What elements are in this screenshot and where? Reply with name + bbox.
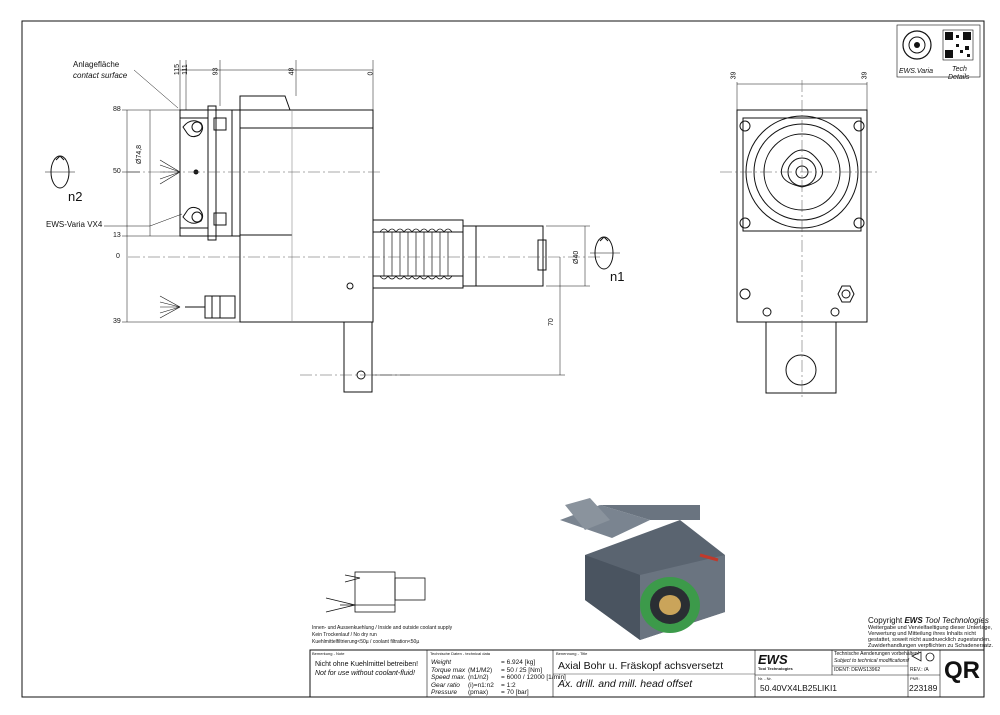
tech-row: Pressure(pmax)= 70 [bar] bbox=[431, 689, 529, 696]
tech-data-table: Weight= 6.924 [kg] Torque max(M1/M2)= 50… bbox=[431, 659, 566, 697]
copyright-title: Copyright EWS Tool Technologies bbox=[868, 616, 989, 625]
title-heading: Benennung - Title bbox=[556, 651, 588, 656]
remark-heading: Bemerkung - Note bbox=[312, 651, 345, 656]
dim-50: 50 bbox=[113, 168, 121, 175]
dim-0-top: 0 bbox=[367, 71, 375, 76]
corner-icons bbox=[896, 24, 981, 78]
part-number: 50.40VX4LB25LIKI1 bbox=[760, 683, 838, 693]
remark-de: Nicht ohne Kuehlmittel betreiben! bbox=[315, 661, 419, 668]
dim-dia-40: Ø40 bbox=[573, 250, 580, 264]
number-heading: Nr. - Nr. bbox=[758, 676, 772, 681]
center-lines bbox=[128, 171, 600, 376]
tech-data-heading: Technische Daten - technical data bbox=[430, 651, 491, 656]
notice-de: Technische Aenderungen vorbehalten! bbox=[834, 651, 920, 657]
dim-39: 39 bbox=[113, 318, 121, 325]
side-view bbox=[159, 95, 547, 393]
front-center-lines bbox=[720, 80, 880, 400]
dim-111: 111 bbox=[181, 64, 189, 75]
dim-88: 88 bbox=[113, 106, 121, 113]
dim-115: 115 bbox=[174, 63, 182, 76]
title-en: Ax. drill. and mill. head offset bbox=[558, 678, 693, 690]
ews-logo: EWS bbox=[758, 652, 788, 667]
title-block bbox=[309, 649, 985, 698]
varia-icon-label: EWS.Varia bbox=[899, 68, 933, 75]
pnr-heading: PNR: bbox=[910, 676, 920, 681]
tech-details-label-1: Tech bbox=[952, 66, 967, 73]
dim-dia-74-8: Ø74,8 bbox=[136, 144, 143, 164]
dim-39-front-left: 39 bbox=[730, 71, 738, 80]
tech-details-label-2: Details bbox=[948, 74, 970, 81]
ews-logo-sub: Tool Technologies bbox=[758, 666, 793, 671]
dim-39-front-right: 39 bbox=[861, 71, 869, 80]
copyright-line-2: Verwertung und Mitteilung ihres Inhalts … bbox=[868, 631, 976, 637]
coolant-note-2: Kein Trockenlauf / No dry run bbox=[312, 632, 377, 638]
copyright-line-4: Zuwiderhandlungen verpflichten zu Schade… bbox=[868, 643, 994, 649]
pnr-value: 223189 bbox=[909, 683, 938, 693]
n1-label: n1 bbox=[610, 269, 625, 284]
coolant-note-1: Innen- und Aussenkuehlung / Inside and o… bbox=[312, 625, 453, 631]
qr-badge: QR bbox=[944, 657, 980, 684]
coolant-schematic bbox=[325, 571, 426, 613]
dim-48: 48 bbox=[288, 67, 296, 76]
notice-en: Subject to technical modifications! bbox=[834, 658, 910, 664]
dim-70: 70 bbox=[548, 318, 555, 326]
dim-0-left: 0 bbox=[116, 253, 120, 260]
tech-row: Weight= 6.924 [kg] bbox=[431, 659, 536, 666]
remark-en: Not for use without coolant-fluid! bbox=[315, 670, 415, 677]
n2-label: n2 bbox=[68, 189, 83, 204]
revision-value: REV.: /A bbox=[910, 667, 929, 673]
tech-row: Torque max(M1/M2)= 50 / 25 [Nm] bbox=[431, 666, 543, 674]
rotation-symbols bbox=[45, 155, 620, 270]
dim-93: 93 bbox=[212, 67, 220, 76]
contact-surface-label-de: Anlagefläche bbox=[73, 60, 120, 69]
dimension-lines bbox=[104, 60, 590, 376]
tech-row: Speed max.(n1/n2)= 6000 / 12000 [1/min] bbox=[431, 674, 566, 681]
dim-13: 13 bbox=[113, 232, 121, 239]
drawing-frame bbox=[21, 20, 985, 698]
isometric-render bbox=[560, 498, 725, 640]
title-de: Axial Bohr u. Fräskopf achsversetzt bbox=[558, 660, 724, 672]
copyright-brand: EWS bbox=[904, 616, 923, 625]
ident-value: IDENT: DEWS13962 bbox=[834, 667, 881, 673]
copyright-line-1: Weitergabe und Vervielfaeltigung dieser … bbox=[868, 625, 993, 631]
tech-row: Gear ratio(i)=n1:n2= 1:2 bbox=[431, 681, 516, 689]
copyright-line-3: gestattet, soweit nicht ausdruecklich zu… bbox=[868, 637, 991, 643]
holder-label: EWS-Varia VX4 bbox=[46, 220, 103, 229]
coolant-note-3: Kuehlmittelfiltrierung<50µ / coolant fil… bbox=[312, 639, 420, 645]
contact-surface-label-en: contact surface bbox=[73, 71, 128, 80]
